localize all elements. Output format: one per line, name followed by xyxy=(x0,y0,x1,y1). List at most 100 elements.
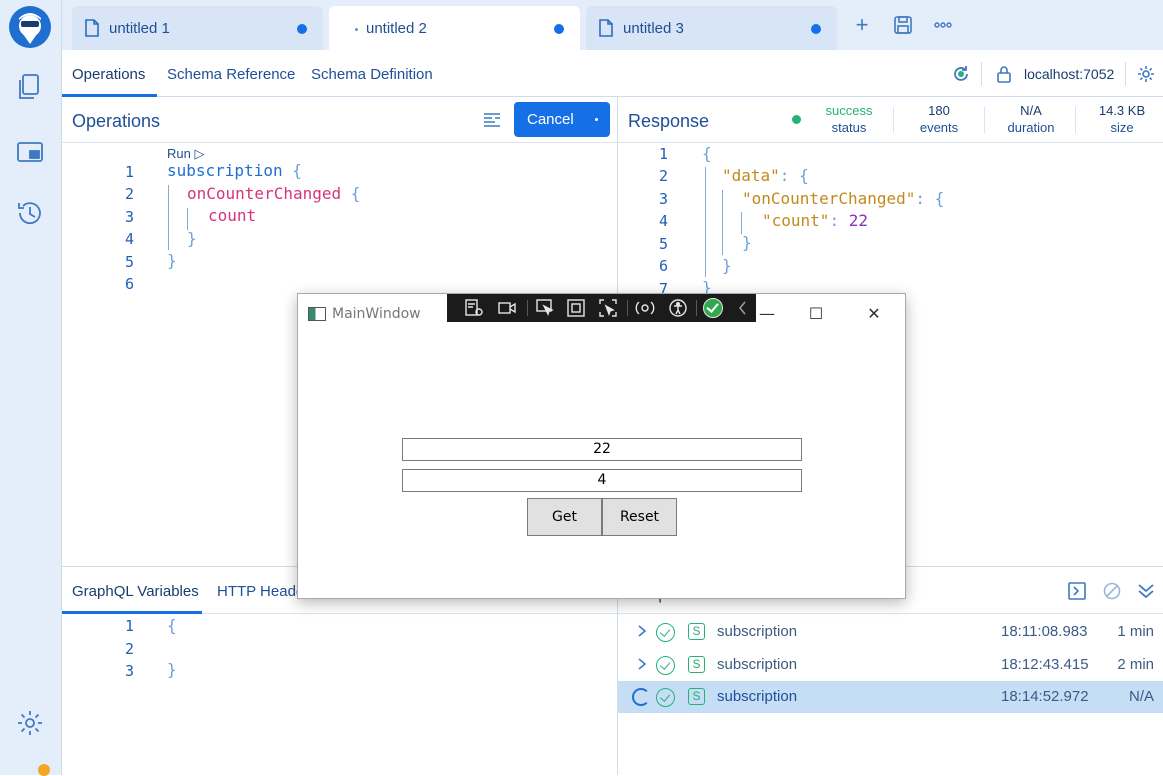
notification-dot[interactable] xyxy=(38,764,50,776)
select-element-icon[interactable] xyxy=(535,298,555,318)
json-line-5: } xyxy=(742,233,752,252)
doc-tab-label: untitled 2 xyxy=(366,20,427,37)
doc-tab-label: untitled 3 xyxy=(623,20,684,37)
format-document-icon[interactable] xyxy=(482,111,502,129)
documents-icon[interactable] xyxy=(15,72,45,102)
document-tab-bar: untitled 1 untitled 2 untitled 3 + xyxy=(62,0,1163,50)
chevron-right-icon[interactable] xyxy=(636,624,648,638)
status-check-icon[interactable] xyxy=(703,298,723,318)
accessibility-icon[interactable] xyxy=(668,298,688,318)
doc-tab-untitled-2[interactable]: untitled 2 xyxy=(329,6,580,50)
separator xyxy=(984,107,985,133)
cancel-button[interactable]: Cancel xyxy=(514,102,610,137)
collapse-toolbar-chevron-icon[interactable] xyxy=(733,298,753,318)
history-operation: subscription xyxy=(717,656,798,673)
success-check-icon xyxy=(656,688,675,707)
indent-guide xyxy=(705,167,706,277)
history-icon[interactable] xyxy=(15,198,45,228)
operations-pane-header: Operations Cancel xyxy=(62,97,617,143)
maximize-button[interactable]: ☐ xyxy=(808,304,824,323)
doc-tab-untitled-1[interactable]: untitled 1 xyxy=(72,6,323,50)
app-logo-icon xyxy=(9,6,51,48)
clear-history-icon[interactable] xyxy=(1102,581,1122,601)
live-visual-tree-icon[interactable] xyxy=(464,298,484,318)
hot-reload-icon[interactable] xyxy=(635,298,655,318)
separator xyxy=(981,62,982,86)
line-number: 1 xyxy=(658,145,668,163)
collapse-chevron-down-icon[interactable] xyxy=(1136,581,1156,601)
active-tab-underline xyxy=(62,94,157,97)
subnav-tab-schema-definition[interactable]: Schema Definition xyxy=(311,66,433,83)
json-line-3: "onCounterChanged": { xyxy=(742,189,945,208)
history-duration: 1 min xyxy=(1117,623,1154,640)
connection-settings-gear-icon[interactable] xyxy=(1136,64,1156,84)
indent-guide xyxy=(741,212,742,234)
subnav-tab-schema-reference[interactable]: Schema Reference xyxy=(167,66,296,83)
subnav-tab-operations[interactable]: Operations xyxy=(72,66,146,83)
settings-gear-icon[interactable] xyxy=(15,708,45,738)
separator xyxy=(527,300,528,316)
counter-value-textbox[interactable]: 22 xyxy=(402,438,802,461)
line-number: 6 xyxy=(658,257,668,275)
separator xyxy=(696,300,697,316)
refresh-schema-icon[interactable] xyxy=(951,64,971,84)
line-number: 7 xyxy=(658,280,668,298)
minimize-button[interactable]: — xyxy=(759,304,775,323)
line-number: 5 xyxy=(124,253,134,271)
line-number: 3 xyxy=(124,208,134,226)
chevron-right-icon[interactable] xyxy=(636,657,648,671)
line-number: 3 xyxy=(658,190,668,208)
subscription-badge-icon: S xyxy=(688,688,705,705)
step-value-textbox[interactable]: 4 xyxy=(402,469,802,492)
history-row[interactable]: S subscription 18:11:08.983 1 min xyxy=(618,616,1163,648)
line-number: 2 xyxy=(658,167,668,185)
tab-graphql-variables[interactable]: GraphQL Variables xyxy=(72,583,199,600)
connection-subnav: Operations Schema Reference Schema Defin… xyxy=(62,50,1163,97)
cancel-label: Cancel xyxy=(527,111,574,128)
more-options-icon[interactable] xyxy=(932,14,954,36)
file-icon xyxy=(599,19,613,37)
picture-in-picture-icon[interactable] xyxy=(15,137,45,167)
get-button[interactable]: Get xyxy=(527,498,602,536)
history-operation: subscription xyxy=(717,688,798,705)
line-number: 2 xyxy=(124,185,134,203)
code-line-3: count xyxy=(208,206,257,225)
reset-button[interactable]: Reset xyxy=(602,498,677,536)
save-icon[interactable] xyxy=(892,14,914,36)
separator xyxy=(627,300,628,316)
json-line-2: "data": { xyxy=(722,166,809,185)
history-row-selected[interactable]: S subscription 18:14:52.972 N/A xyxy=(618,681,1163,713)
history-duration: 2 min xyxy=(1117,656,1154,673)
window-title: MainWindow xyxy=(332,306,421,322)
doc-tab-untitled-3[interactable]: untitled 3 xyxy=(586,6,837,50)
video-record-icon[interactable] xyxy=(497,298,517,318)
close-window-button[interactable]: ✕ xyxy=(867,304,881,323)
new-tab-plus-icon[interactable]: + xyxy=(855,12,869,37)
history-operation: subscription xyxy=(717,623,798,640)
code-line-5: } xyxy=(167,251,177,270)
xaml-debug-toolbar xyxy=(447,294,756,322)
line-number: 2 xyxy=(124,640,134,658)
tab-http-headers[interactable]: HTTP Heade xyxy=(217,583,305,600)
display-layout-adorners-icon[interactable] xyxy=(566,298,586,318)
connection-endpoint[interactable]: localhost:7052 xyxy=(1024,66,1115,82)
response-title: Response xyxy=(628,111,710,131)
line-number: 6 xyxy=(124,275,134,293)
history-row[interactable]: S subscription 18:12:43.415 2 min xyxy=(618,649,1163,681)
indent-guide xyxy=(722,190,723,255)
track-focus-icon[interactable] xyxy=(598,298,618,318)
subscription-badge-icon: S xyxy=(688,656,705,673)
file-icon xyxy=(85,19,99,37)
main-window-dialog[interactable]: MainWindow — ☐ ✕ 22 4 Get Reset xyxy=(297,293,906,599)
terminal-icon[interactable] xyxy=(1067,581,1087,601)
success-check-icon xyxy=(656,656,675,675)
left-rail xyxy=(0,0,62,776)
lock-icon xyxy=(997,66,1011,83)
modified-dot-icon xyxy=(554,24,564,34)
dropdown-dot-icon[interactable] xyxy=(595,118,598,121)
run-codelens-link[interactable]: Run ▷ xyxy=(167,146,205,161)
